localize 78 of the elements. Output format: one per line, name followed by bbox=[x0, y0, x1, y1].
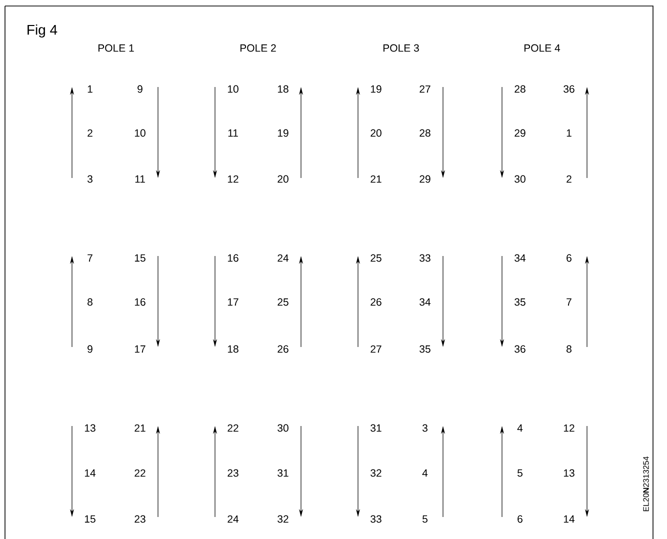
slot-number: 2 bbox=[88, 129, 92, 137]
slot-number: 12 bbox=[228, 175, 238, 183]
slot-number: 4 bbox=[517, 424, 523, 432]
slot-number: 28 bbox=[420, 129, 430, 137]
slot-number: 30 bbox=[278, 424, 288, 432]
slot-number: 23 bbox=[134, 515, 146, 523]
slot-number: 20 bbox=[370, 129, 382, 137]
slot-number: 13 bbox=[564, 469, 574, 477]
slot-number: 3 bbox=[87, 175, 92, 183]
slot-number: 10 bbox=[228, 85, 238, 93]
slot-number: 32 bbox=[278, 515, 288, 523]
slot-number: 11 bbox=[228, 129, 238, 137]
slot-number: 36 bbox=[564, 85, 574, 93]
slot-number: 12 bbox=[564, 424, 574, 432]
slot-number: 23 bbox=[228, 469, 238, 477]
slot-number: 21 bbox=[134, 424, 146, 432]
slot-number: 29 bbox=[514, 129, 526, 137]
slot-number: 1 bbox=[566, 129, 572, 137]
slot-number: 20 bbox=[278, 175, 288, 183]
slot-number: 9 bbox=[88, 345, 92, 353]
slot-number: 26 bbox=[370, 298, 382, 306]
slot-number: 3 bbox=[422, 424, 428, 432]
slot-number: 33 bbox=[420, 254, 430, 262]
slot-number: 33 bbox=[370, 515, 382, 523]
pole-heading: POLE 4 bbox=[524, 44, 560, 52]
figure-label: Fig 4 bbox=[28, 24, 58, 38]
slot-number: 5 bbox=[422, 515, 428, 523]
slot-number: 9 bbox=[138, 85, 142, 93]
slot-number: 1 bbox=[88, 85, 92, 93]
slot-number: 15 bbox=[134, 254, 146, 262]
slot-number: 7 bbox=[88, 254, 92, 262]
slot-number: 15 bbox=[84, 515, 96, 523]
slot-number: 36 bbox=[514, 345, 526, 353]
slot-number: 35 bbox=[420, 345, 430, 353]
slot-number: 5 bbox=[518, 469, 522, 477]
slot-number: 35 bbox=[514, 298, 526, 306]
slot-number: 10 bbox=[134, 129, 146, 137]
slot-number: 27 bbox=[370, 345, 382, 353]
slot-number: 24 bbox=[278, 254, 289, 262]
slot-number: 22 bbox=[228, 424, 238, 432]
slot-number: 13 bbox=[84, 424, 96, 432]
slot-number: 25 bbox=[278, 298, 288, 306]
slot-number: 2 bbox=[566, 175, 572, 183]
slot-number: 34 bbox=[514, 254, 526, 262]
slot-number: 18 bbox=[278, 85, 288, 93]
slot-number: 26 bbox=[278, 345, 288, 353]
slot-number: 7 bbox=[566, 298, 572, 306]
pole-heading: POLE 1 bbox=[98, 44, 134, 52]
slot-number: 17 bbox=[228, 298, 238, 306]
slot-number: 30 bbox=[514, 175, 526, 183]
slot-number: 8 bbox=[88, 298, 92, 306]
slot-number: 19 bbox=[278, 129, 288, 137]
slot-number: 19 bbox=[370, 85, 382, 93]
slot-number: 16 bbox=[134, 298, 146, 306]
slot-number: 21 bbox=[370, 175, 382, 183]
slot-number: 18 bbox=[228, 345, 238, 353]
slot-number: 6 bbox=[566, 254, 572, 262]
slot-number: 32 bbox=[370, 469, 382, 477]
slot-number: 14 bbox=[84, 469, 96, 477]
slot-number: 31 bbox=[370, 424, 382, 432]
figure-code: EL20N2313254 bbox=[643, 456, 649, 512]
slot-number: 8 bbox=[566, 345, 572, 353]
slot-number: 17 bbox=[134, 345, 146, 353]
slot-number: 27 bbox=[420, 85, 430, 93]
slot-number: 14 bbox=[564, 515, 575, 523]
slot-number: 34 bbox=[420, 298, 431, 306]
pole-heading: POLE 3 bbox=[383, 44, 419, 52]
slot-number: 11 bbox=[135, 175, 145, 183]
pole-heading: POLE 2 bbox=[240, 44, 276, 52]
slot-number: 28 bbox=[514, 85, 526, 93]
slot-number: 16 bbox=[228, 254, 238, 262]
slot-number: 25 bbox=[370, 254, 382, 262]
slot-number: 4 bbox=[422, 469, 428, 477]
slot-number: 24 bbox=[228, 515, 239, 523]
slot-number: 29 bbox=[420, 175, 430, 183]
slot-number: 22 bbox=[134, 469, 146, 477]
slot-number: 31 bbox=[278, 469, 288, 477]
slot-number: 6 bbox=[518, 515, 522, 523]
